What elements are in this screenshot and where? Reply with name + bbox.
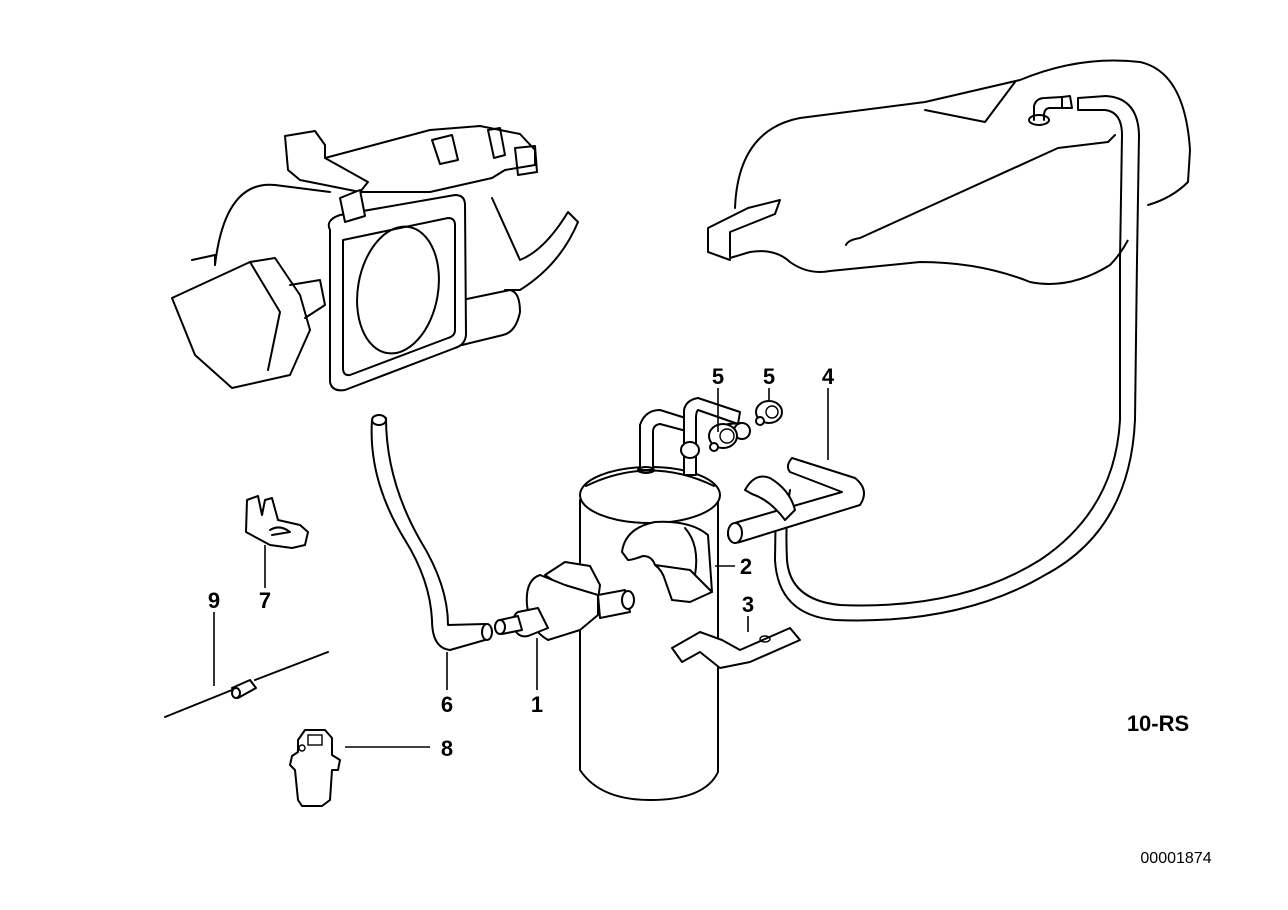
- breather-valve-illustration: [494, 561, 635, 641]
- throttle-body-illustration: [171, 125, 579, 392]
- callout-7[interactable]: 7: [259, 588, 271, 613]
- callout-5-right[interactable]: 5: [763, 364, 775, 389]
- callout-5-left[interactable]: 5: [712, 364, 724, 389]
- wire-illustration: [164, 651, 329, 718]
- leader-lines: [213, 388, 829, 748]
- callout-4[interactable]: 4: [822, 364, 835, 389]
- callout-1[interactable]: 1: [531, 692, 543, 717]
- callout-2[interactable]: 2: [740, 554, 752, 579]
- group-label: 10-RS: [1127, 711, 1189, 736]
- callout-8[interactable]: 8: [441, 736, 453, 761]
- bracket-illustration: [671, 627, 801, 669]
- vent-hose-illustration: [370, 414, 493, 651]
- callout-9[interactable]: 9: [208, 588, 220, 613]
- callout-3[interactable]: 3: [742, 592, 754, 617]
- diagram-reference-number: 00001874: [1140, 850, 1211, 867]
- clip-illustration: [245, 495, 309, 549]
- callout-6[interactable]: 6: [441, 692, 453, 717]
- fuel-tank-illustration: [707, 59, 1191, 622]
- connector-plug-illustration: [289, 729, 341, 807]
- holder-illustration: [621, 520, 713, 603]
- hose-assembly-illustration: [708, 400, 865, 544]
